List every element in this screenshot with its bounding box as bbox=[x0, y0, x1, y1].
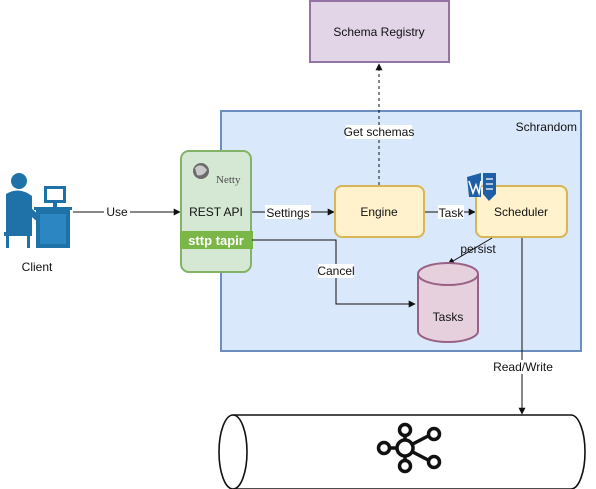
engine-box bbox=[334, 185, 425, 238]
sttp-tapir-logo bbox=[180, 231, 253, 249]
scheduler-label: Scheduler bbox=[494, 205, 548, 219]
edge-read-write-label: Read/Write bbox=[493, 360, 553, 374]
netty-logo-icon: Netty bbox=[193, 163, 241, 186]
scheduler-logo-icon bbox=[467, 173, 496, 201]
edge-persist-label: persist bbox=[460, 242, 496, 256]
kafka-logo-icon bbox=[376, 422, 442, 474]
schrandom-container-label: Schrandom bbox=[516, 120, 577, 134]
engine-label: Engine bbox=[360, 205, 398, 219]
tasks-label: Tasks bbox=[433, 310, 464, 324]
rest-api-label: REST API bbox=[189, 205, 243, 219]
tasks-database bbox=[417, 262, 479, 343]
sttp-tapir-label: sttp tapir bbox=[188, 233, 244, 248]
edge-persist bbox=[447, 237, 493, 265]
schema-registry-box bbox=[309, 0, 450, 63]
client-icon bbox=[4, 173, 72, 248]
edge-get-schemas-label: Get schemas bbox=[344, 125, 415, 139]
edge-task-label: Task bbox=[439, 206, 465, 220]
edge-cancel-label: Cancel bbox=[317, 264, 354, 278]
schema-registry-label: Schema Registry bbox=[333, 25, 424, 39]
svg-text:Netty: Netty bbox=[216, 174, 241, 186]
edge-settings-label: Settings bbox=[266, 206, 309, 220]
edge-use-label: Use bbox=[106, 205, 128, 219]
scheduler-box bbox=[475, 185, 568, 238]
client-label: Client bbox=[22, 260, 53, 274]
